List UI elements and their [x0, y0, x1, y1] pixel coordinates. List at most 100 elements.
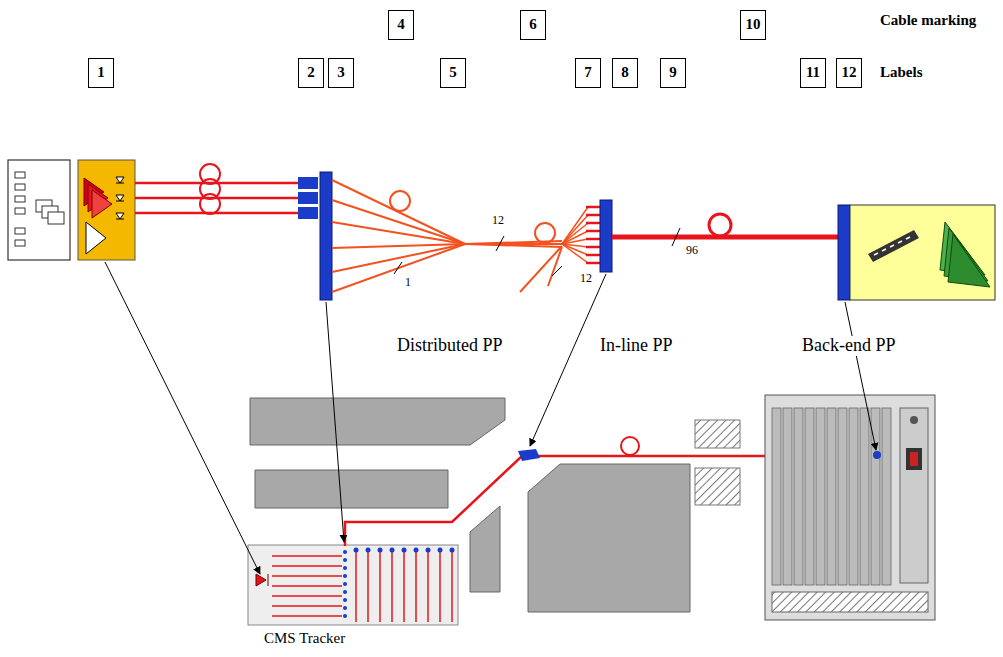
callout-number: 7 — [584, 64, 592, 81]
detector-part — [250, 398, 505, 445]
crate-slot — [805, 408, 814, 585]
fibre-stub — [586, 246, 600, 249]
callout-box: 10 — [740, 10, 766, 40]
tracker-fibre — [272, 605, 342, 607]
cable-loop — [621, 437, 639, 455]
crate-slot — [838, 408, 847, 585]
back-end-dot — [873, 451, 881, 459]
callout-box: 7 — [575, 58, 601, 88]
detector-part — [470, 506, 500, 592]
callout-box: 11 — [800, 58, 826, 88]
chip-symbol — [15, 196, 25, 202]
callout-box: 6 — [520, 10, 546, 40]
fibre-loop — [200, 194, 220, 214]
patch-dot — [438, 548, 443, 553]
tracker-fibre — [439, 552, 441, 622]
fibre-count: 96 — [684, 244, 700, 257]
driver-symbol — [86, 222, 106, 254]
patch-dot — [426, 548, 431, 553]
tracker-fibres — [272, 548, 455, 623]
count-tick — [672, 228, 680, 246]
heading-text: Cable marking — [878, 12, 978, 29]
callout-number: 6 — [529, 16, 537, 33]
location-label: Back-end PP — [800, 336, 898, 356]
pointer-arrow — [326, 302, 344, 542]
vme-crate — [765, 395, 935, 620]
receiver-stack — [948, 234, 990, 287]
tracker-fibre — [272, 555, 342, 557]
tracker-fibre — [367, 552, 369, 622]
callout-number: 4 — [397, 16, 405, 33]
ribbon-fibre — [562, 231, 588, 244]
callout-box: 3 — [328, 58, 354, 88]
fibre-loop — [390, 191, 410, 211]
chip-symbol — [15, 208, 25, 214]
connector — [298, 207, 318, 219]
fibre-stub — [586, 230, 600, 233]
crate-display — [906, 448, 922, 470]
detector-label: CMS Tracker — [262, 630, 347, 647]
callout-box: 9 — [660, 58, 686, 88]
callout-number: 1 — [97, 64, 105, 81]
cable-loop — [709, 214, 731, 236]
crate-switch — [910, 416, 918, 424]
count-tick — [394, 262, 402, 274]
patch-dot — [343, 566, 347, 570]
ribbon-connector — [868, 230, 919, 262]
callout-number: 11 — [806, 64, 820, 81]
crate-slot — [794, 408, 803, 585]
ribbon-fibre — [562, 207, 588, 244]
fibre-stub — [586, 206, 600, 209]
tracker-fibre — [427, 552, 429, 622]
fan-out-fibre — [332, 180, 465, 244]
ribbon-fibre — [562, 215, 588, 244]
tracker-fibre — [355, 552, 357, 622]
fibre-stub — [586, 222, 600, 225]
ribbon-fibre — [465, 244, 562, 247]
shield-wall — [695, 420, 740, 448]
pointer-arrow — [845, 302, 876, 450]
tracker-module — [248, 545, 458, 625]
tracker-fibre — [272, 595, 342, 597]
ribbon-fibre — [548, 247, 562, 286]
location-label: In-line PP — [598, 336, 675, 356]
count-tick — [552, 266, 562, 276]
tracker-fibre — [272, 565, 342, 567]
connector — [298, 177, 318, 189]
chip-symbol — [15, 228, 25, 234]
diode-symbol — [116, 177, 124, 219]
tracker-fibre — [379, 552, 381, 622]
patch-dot — [343, 574, 347, 578]
callout-number: 8 — [621, 64, 629, 81]
crate-vent — [772, 592, 928, 612]
patch-dot — [343, 582, 347, 586]
connector-pins — [874, 237, 910, 255]
callout-number: 10 — [746, 16, 761, 33]
crate-slot — [882, 408, 891, 585]
tracker-fibre — [403, 552, 405, 622]
patch-dot — [343, 590, 347, 594]
ribbon-fibre — [562, 244, 588, 263]
fibre-count: 12 — [578, 272, 594, 285]
chip-symbol — [15, 240, 25, 246]
transmitter-hybrid — [78, 160, 135, 260]
chip-symbol — [15, 172, 25, 178]
fan-out-fibre — [332, 222, 465, 244]
fibre-stub — [586, 254, 600, 257]
patch-dot — [414, 548, 419, 553]
fan-out-fibre — [332, 244, 465, 292]
callout-number: 9 — [669, 64, 677, 81]
patch-dot — [450, 548, 455, 553]
laser-symbol — [92, 190, 112, 218]
crate-display — [910, 452, 918, 466]
patch-dot — [402, 548, 407, 553]
count-tick — [496, 236, 504, 251]
chip-symbol — [15, 184, 25, 190]
detector-part — [255, 470, 448, 508]
callout-box: 5 — [440, 58, 466, 88]
chip-symbol — [48, 212, 64, 224]
callout-box: 4 — [388, 10, 414, 40]
fibre-count: 12 — [490, 214, 506, 227]
